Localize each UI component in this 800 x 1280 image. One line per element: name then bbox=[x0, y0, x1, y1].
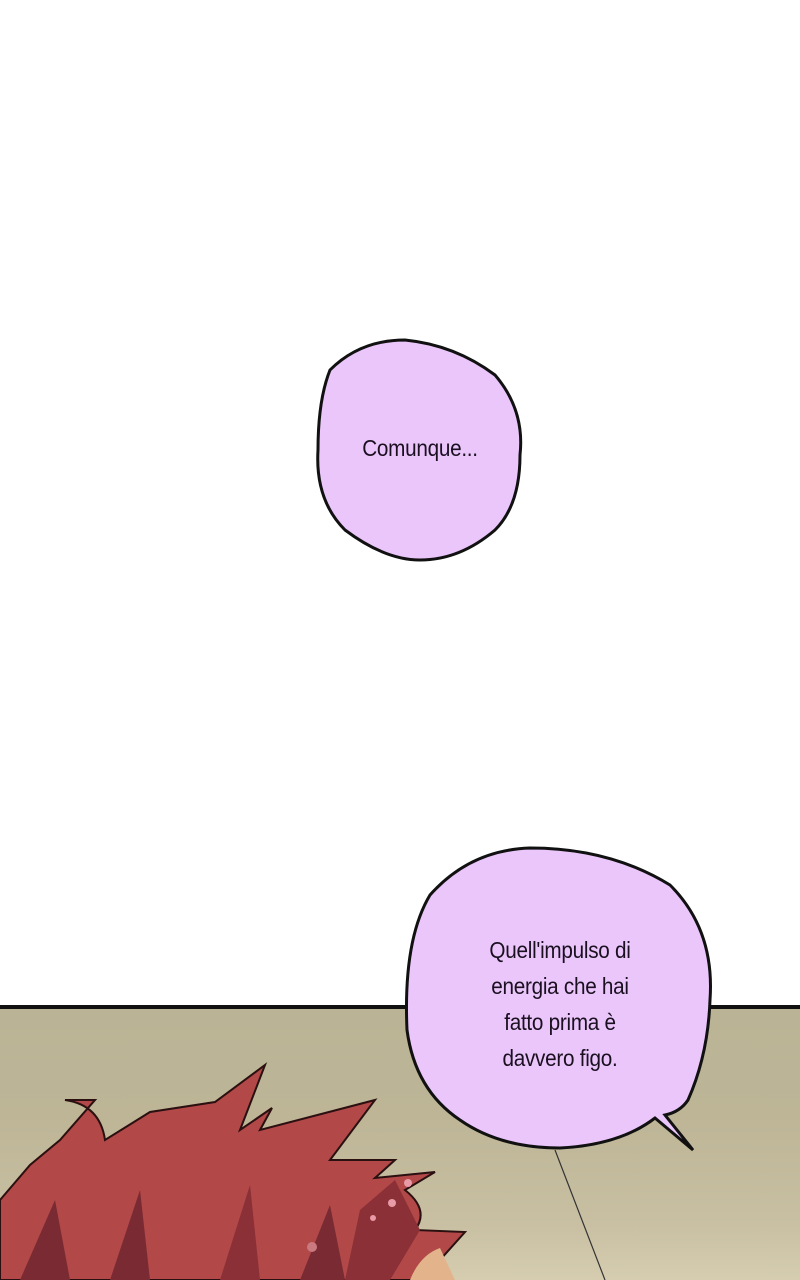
bubble-2-line-3: fatto prima è bbox=[504, 1009, 616, 1035]
bubble-1-line: Comunque... bbox=[362, 435, 478, 461]
bubble-2-line-1: Quell'impulso di bbox=[489, 937, 631, 963]
speech-bubble-2 bbox=[405, 846, 712, 1152]
bubble-2-line-4: davvero figo. bbox=[502, 1045, 618, 1071]
speech-bubble-1 bbox=[316, 338, 523, 562]
bubble-2-line-2: energia che hai bbox=[491, 973, 629, 999]
wall-corner-line bbox=[554, 1149, 606, 1280]
bubble-1-text: Comunque... bbox=[330, 430, 510, 466]
character-hair bbox=[0, 1062, 468, 1280]
bubble-2-text: Quell'impulso di energia che hai fatto p… bbox=[434, 932, 686, 1076]
